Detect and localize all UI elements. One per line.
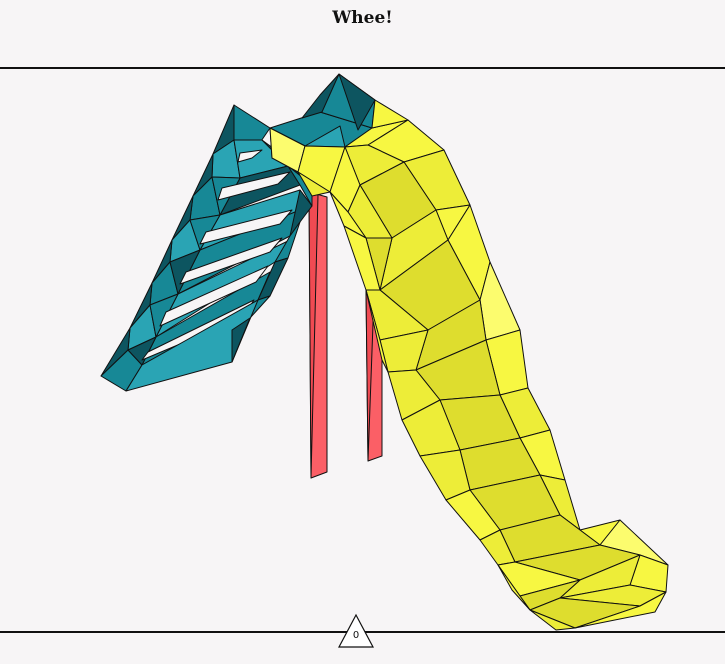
score-counter: 0 bbox=[352, 630, 360, 641]
slide-ladder bbox=[100, 73, 376, 392]
slide-chute bbox=[269, 99, 669, 631]
triangle-icon[interactable] bbox=[337, 613, 375, 649]
page-title: Whee! bbox=[332, 8, 393, 28]
header-divider bbox=[0, 67, 725, 69]
slide-support-legs bbox=[308, 191, 383, 479]
